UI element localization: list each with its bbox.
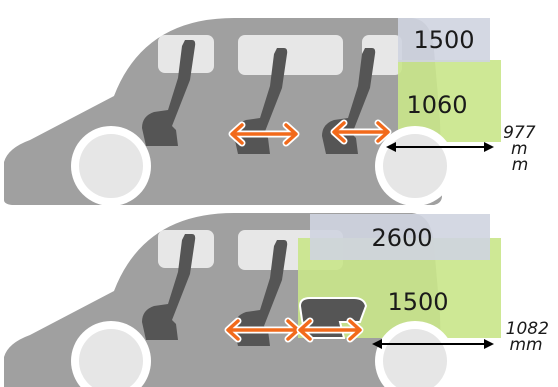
cargo-length-label: 1082 mm — [506, 319, 555, 355]
wheel-icon — [79, 134, 143, 198]
cargo-roof-volume — [398, 18, 490, 62]
dimension-arrow-icon — [372, 339, 494, 349]
wheel-icon — [79, 329, 143, 387]
window — [238, 35, 343, 75]
floor-volume-label: 1500 — [387, 288, 448, 316]
cargo-roof-volume — [310, 214, 490, 260]
roof-volume-label: 1500 — [413, 26, 474, 54]
cargo-length-label: 977 m m — [503, 123, 541, 175]
double-headed-arrow-icon — [230, 123, 298, 145]
double-headed-arrow-icon — [298, 319, 362, 341]
roof-volume-label: 2600 — [371, 224, 432, 252]
floor-volume-label: 1060 — [406, 91, 467, 119]
wheel-icon — [383, 134, 447, 198]
double-headed-arrow-icon — [332, 121, 390, 143]
dimension-arrow-icon — [386, 142, 494, 152]
